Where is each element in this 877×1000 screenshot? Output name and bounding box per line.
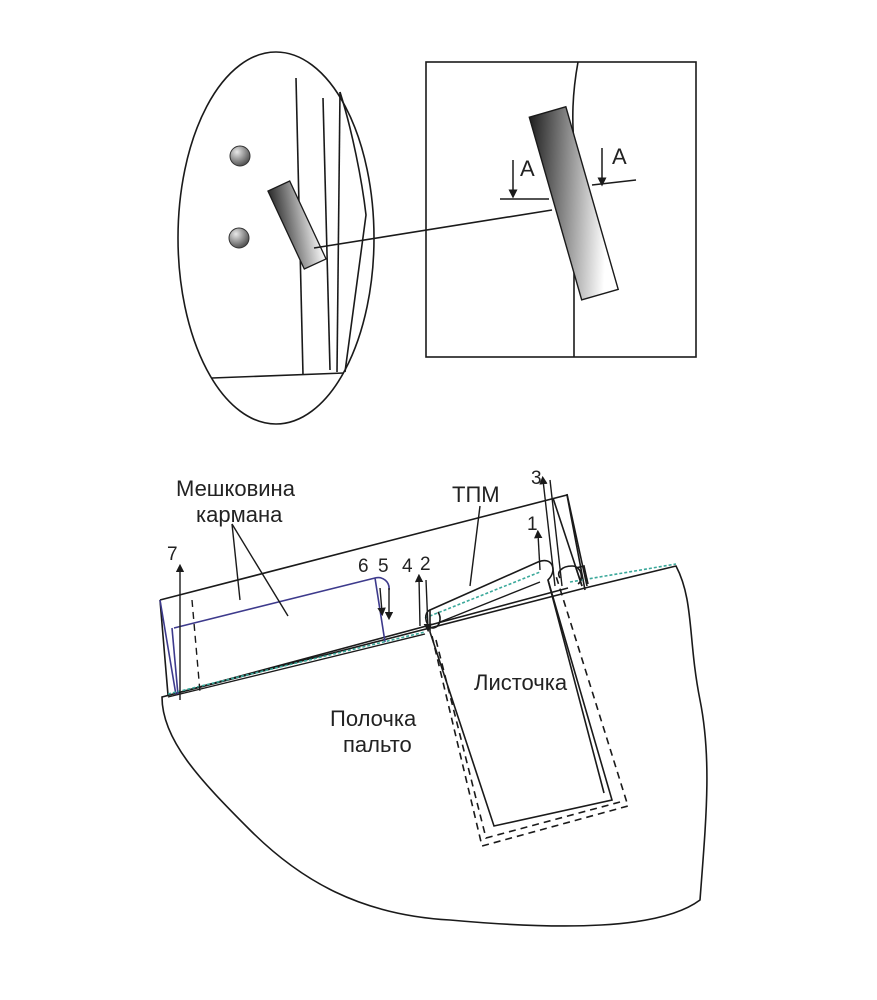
small-welt-icon — [267, 180, 327, 270]
stitch-arrow-3b — [549, 479, 563, 587]
stitch-arrows — [175, 475, 563, 700]
coat-front-panel-outline — [161, 565, 708, 927]
hem-line — [211, 372, 345, 379]
leader-bag-2 — [231, 523, 289, 617]
stitch-number-2: 2 — [420, 554, 431, 575]
pocket-bag-label-line1: Мешковина — [176, 476, 296, 501]
stitch-arrow-2 — [423, 579, 433, 633]
stitch-number-5: 5 — [378, 556, 389, 577]
welt-inner-line — [547, 579, 605, 794]
section-label-right: А — [612, 144, 627, 169]
front-label-line1: Полочка — [330, 706, 417, 731]
stitch-number-4: 4 — [402, 556, 413, 577]
stitch-arrow-7-dash — [191, 599, 201, 693]
stitch-arrow-6 — [377, 587, 386, 617]
leader-lines — [231, 505, 481, 617]
lapel-line-2 — [339, 91, 367, 373]
stitch-arrow-1 — [534, 529, 543, 571]
welt-seam-dashed-2 — [435, 639, 621, 839]
overview-ellipse-group — [177, 51, 375, 425]
stitch-number-7: 7 — [167, 544, 178, 565]
stitch-number-6: 6 — [358, 556, 369, 577]
tpm-label: ТПМ — [452, 482, 500, 507]
front-opening-edge — [167, 581, 541, 698]
lapel-line-3 — [336, 91, 341, 373]
pocket-bag-inner-edge — [171, 627, 179, 696]
pocket-bag-label-line2: кармана — [196, 502, 283, 527]
zoom-box-frame — [425, 61, 697, 358]
large-welt-icon — [528, 105, 620, 301]
welt-seam-dashed — [431, 575, 630, 847]
section-label-left: А — [520, 156, 535, 181]
stitch-arrow-4 — [414, 573, 424, 627]
button-icon — [229, 145, 251, 167]
button-icon — [228, 227, 250, 249]
leader-bag-1 — [231, 523, 241, 601]
leader-tpm — [469, 505, 481, 587]
tpm-strip — [552, 493, 589, 587]
lapel-line-1 — [322, 97, 331, 371]
stitch-number-3: 3 — [531, 468, 542, 489]
stitch-arrow-3a — [539, 475, 556, 587]
welt-label: Листочка — [474, 670, 568, 695]
front-label-line2: пальто — [343, 732, 412, 757]
zoom-connector-line — [313, 209, 553, 249]
stitch-number-1: 1 — [527, 514, 538, 535]
section-line-right — [591, 179, 637, 186]
welt-fold-right — [557, 565, 583, 585]
